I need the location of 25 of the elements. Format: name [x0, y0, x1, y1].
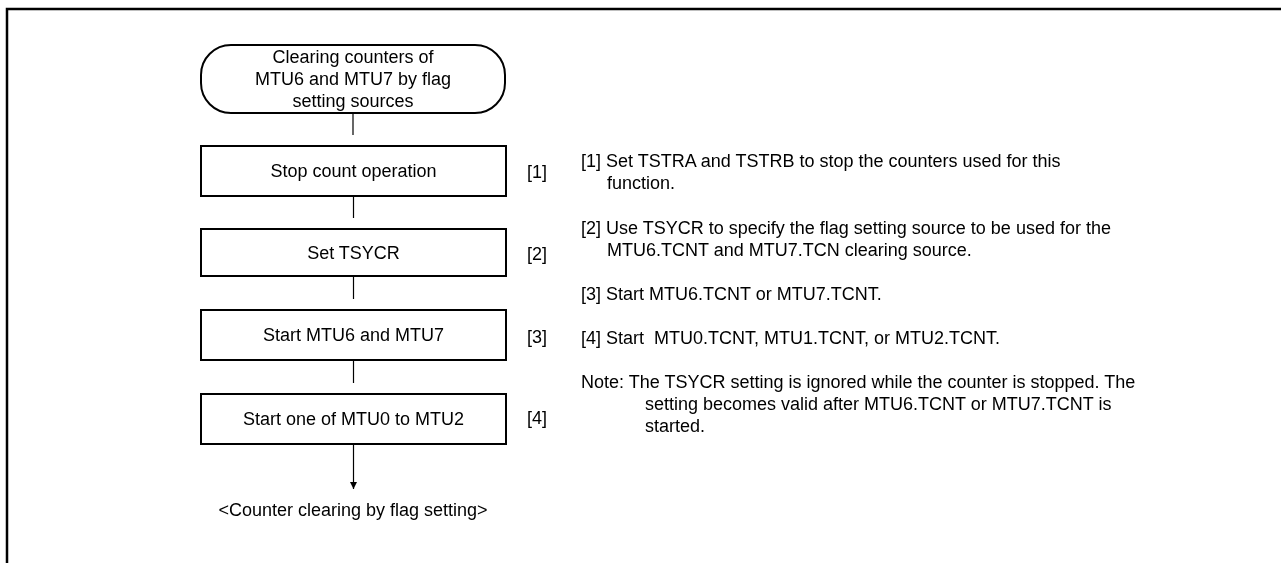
step-number: [3]: [527, 326, 547, 348]
process-box: [200, 309, 507, 361]
step-text: Start MTU6 and MTU7: [262, 324, 444, 346]
connector-line: [352, 360, 355, 384]
terminal-shape: [200, 44, 506, 114]
connector-line: [352, 113, 354, 136]
process-box: [200, 393, 507, 445]
step-number: [4]: [527, 407, 547, 429]
process-box: [200, 145, 507, 197]
step-number: [2]: [527, 243, 547, 265]
note-text: [4] Start MTU0.TCNT, MTU1.TCNT, or MTU2.TCNT.: [581, 327, 1002, 349]
note-text: Note: The TSYCR setting is ignored while the counter is stopped. The setting becomes valid after MTU6.TCNT or MTU7.TCNT is started.: [581, 371, 1137, 437]
connector-line: [352, 196, 355, 219]
note-text: [2] Use TSYCR to specify the flag setting source to be used for the MTU6.TCNT and MTU7.TCN clearing source.: [581, 217, 1112, 261]
step-text: Start one of MTU0 to MTU2: [242, 408, 465, 430]
process-box: [200, 228, 507, 277]
step-text: Set TSYCR: [307, 241, 400, 264]
end-label: <Counter clearing by flag setting>: [218, 499, 488, 521]
connector-line: [352, 276, 355, 300]
step-text: Stop count operation: [270, 160, 437, 182]
step-text: Clearing counters of MTU6 and MTU7 by flag setting sources: [253, 46, 453, 112]
arrow: [350, 444, 357, 490]
note-text: [3] Start MTU6.TCNT or MTU7.TCNT.: [581, 283, 883, 305]
step-number: [1]: [527, 161, 547, 183]
note-text: [1] Set TSTRA and TSTRB to stop the counters used for this function.: [581, 150, 1062, 194]
